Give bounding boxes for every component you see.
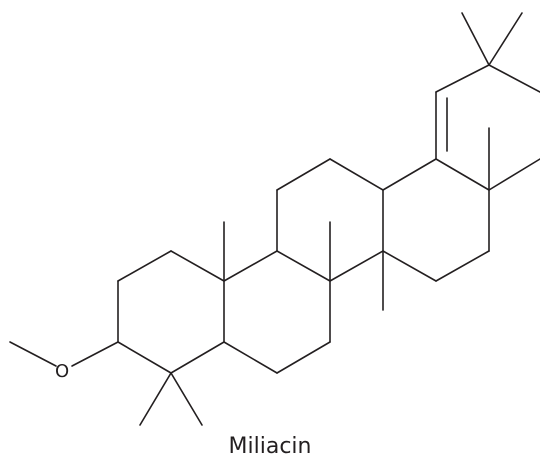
ring-b: [223, 250, 331, 374]
ring-e: [435, 64, 540, 191]
methoxy-group: O: [9, 341, 119, 382]
compound-name-label: Miliacin: [228, 434, 312, 459]
methyl-groups: [139, 12, 523, 426]
ring-a: [117, 250, 225, 374]
methyl-c4-b: [170, 372, 203, 426]
bond-oxygen-ring-a: [71, 341, 119, 367]
oxygen-atom-label: O: [55, 361, 69, 382]
methyl-c4-a: [139, 372, 172, 426]
bond-methyl-oxygen: [9, 341, 57, 367]
ring-c: [276, 158, 384, 282]
ring-d: [382, 158, 490, 282]
methyl-c20-b: [488, 12, 523, 66]
methyl-c20-a: [461, 12, 490, 66]
